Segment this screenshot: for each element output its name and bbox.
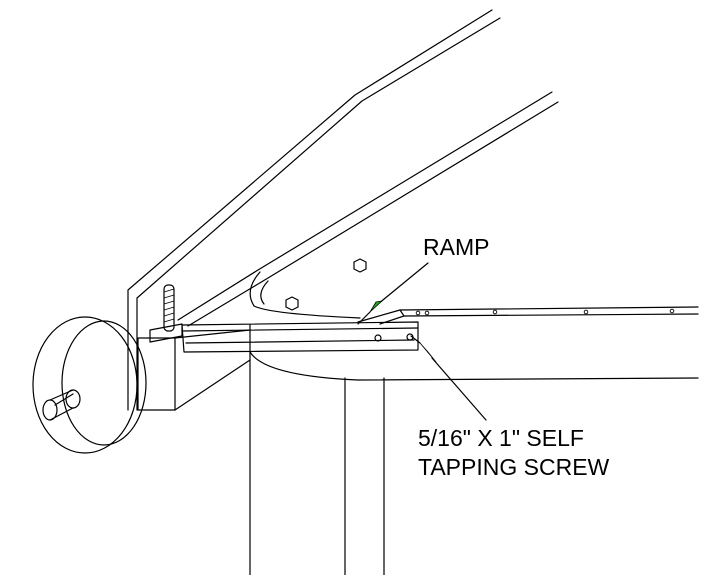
- frame-arm-upper: [127, 9, 501, 411]
- wheel: [32, 316, 147, 454]
- threaded-bolt: [163, 284, 175, 332]
- hex-nut-upper: [353, 258, 367, 273]
- ramp-leader: [357, 262, 429, 325]
- base-block: [137, 323, 251, 411]
- hex-nut-lower: [285, 296, 299, 311]
- ramp-rail: [357, 306, 699, 325]
- cabinet-body: [249, 324, 699, 575]
- screw-leader: [410, 335, 487, 421]
- angle-channel: [181, 321, 419, 353]
- ramp-arrowhead: [369, 300, 384, 313]
- screw-callout-line1: 5/16" X 1" SELF: [418, 425, 584, 451]
- screw-arrowhead: [419, 342, 437, 363]
- chute-diagonal: [177, 91, 559, 327]
- screw-callout-line2: TAPPING SCREW: [418, 454, 610, 480]
- ramp-callout: RAMP: [423, 234, 490, 260]
